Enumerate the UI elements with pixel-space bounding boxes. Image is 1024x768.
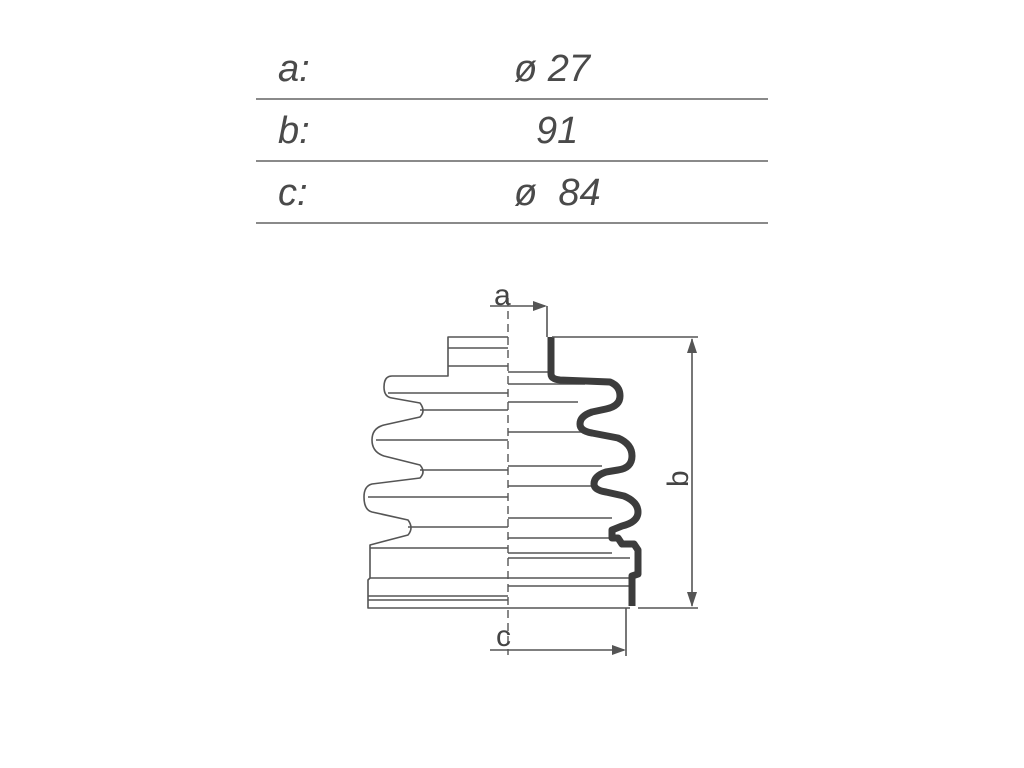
- dimension-c: c: [490, 608, 627, 656]
- spec-label-a: a:: [278, 48, 310, 90]
- dimension-label-a: a: [494, 279, 511, 312]
- dimension-table: a: ø 27 b: 91 c: ø 84: [256, 38, 768, 224]
- dimension-label-b: b: [662, 470, 695, 487]
- spec-row-a: a: ø 27: [256, 38, 768, 100]
- spec-row-b: b: 91: [256, 100, 768, 162]
- dimension-label-c: c: [496, 620, 511, 653]
- spec-row-c: c: ø 84: [256, 162, 768, 224]
- boot-left-half: [363, 336, 508, 609]
- spec-label-b: b:: [278, 110, 310, 152]
- boot-wall: [547, 337, 642, 606]
- spec-label-c: c:: [278, 172, 308, 214]
- dimension-b: b: [552, 336, 698, 609]
- boot-right-half-section: [508, 337, 642, 609]
- dimension-a: a: [490, 279, 548, 337]
- spec-value-c: ø 84: [514, 172, 601, 214]
- spec-value-b: 91: [536, 110, 579, 152]
- spec-value-a: ø 27: [514, 48, 591, 90]
